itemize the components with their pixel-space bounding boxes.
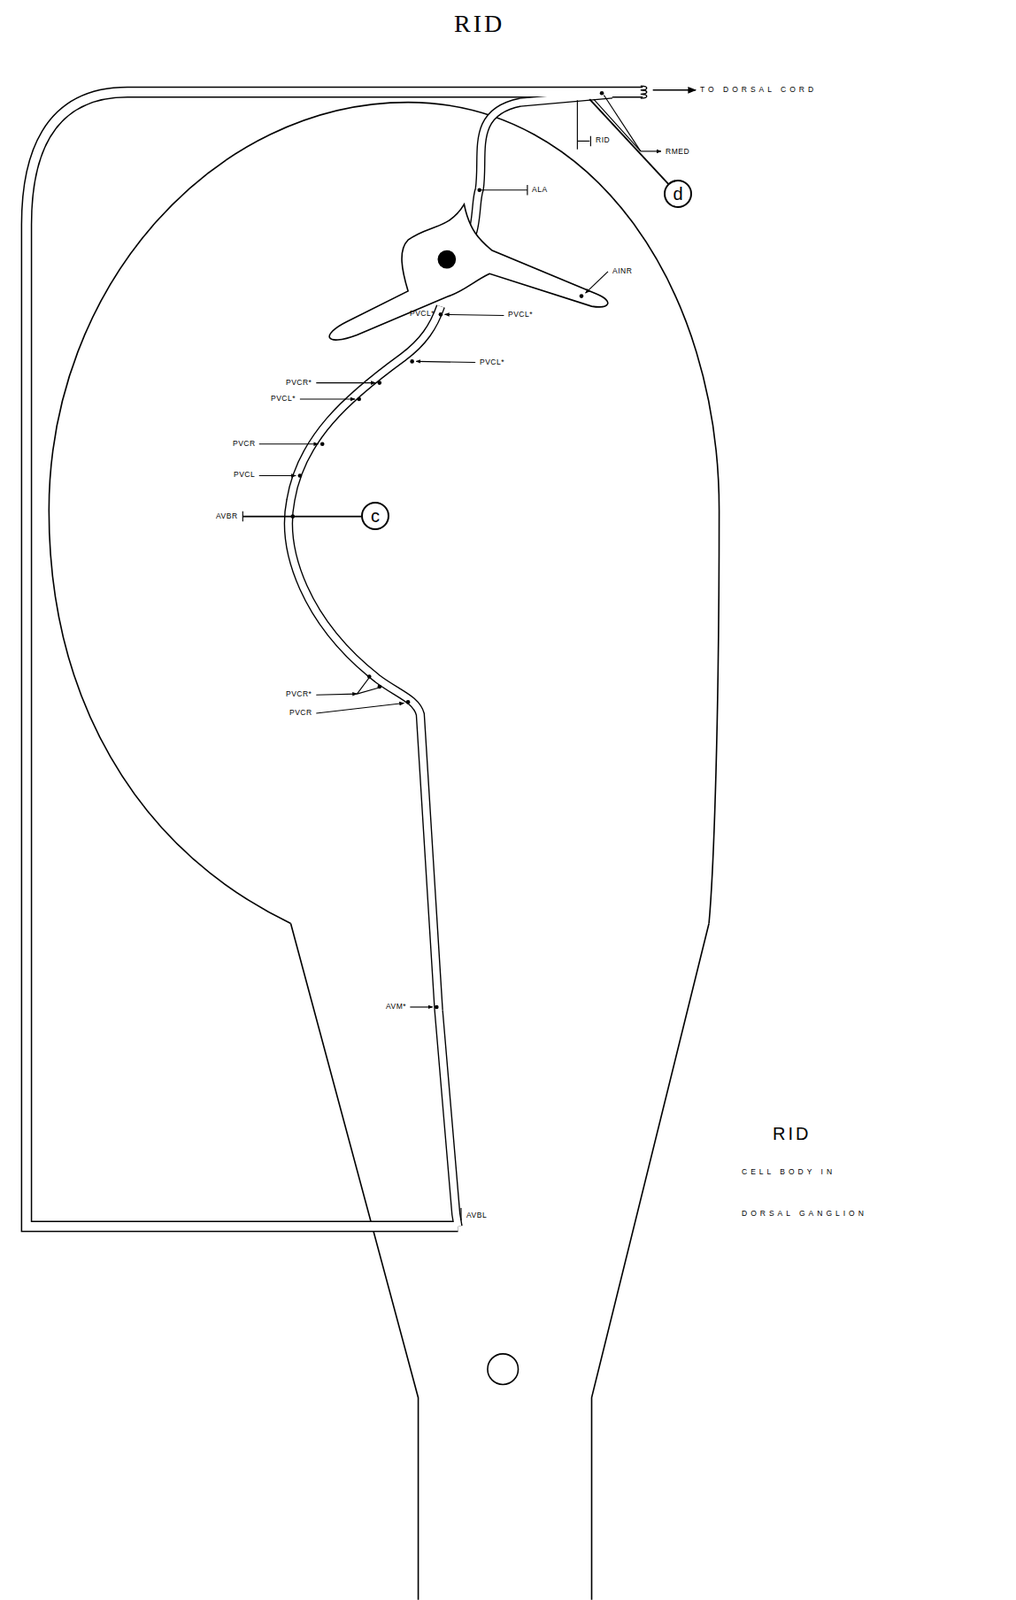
neuron-label: AVBR bbox=[215, 512, 239, 521]
head-outline-part bbox=[487, 1354, 519, 1386]
neuron-label: RID bbox=[595, 136, 610, 145]
leader-lines-part bbox=[356, 687, 378, 694]
neuron-label: PVCL bbox=[233, 470, 255, 479]
leader-lines-part bbox=[653, 89, 696, 92]
leader-lines-part bbox=[590, 136, 592, 147]
synapse-dots-part bbox=[600, 91, 605, 96]
figure-title: RID bbox=[454, 10, 505, 39]
leader-lines-part bbox=[259, 475, 296, 477]
neuron-label: DORSAL GANGLION bbox=[741, 1209, 868, 1218]
leader-lines-part bbox=[481, 189, 528, 191]
head-outline bbox=[48, 102, 719, 1600]
neuron-label: TO DORSAL CORD bbox=[700, 85, 817, 94]
leader-lines-part bbox=[242, 515, 362, 518]
leader-lines-part bbox=[409, 1006, 432, 1008]
synapse-dots-part bbox=[377, 380, 382, 385]
nerve-tube bbox=[26, 85, 647, 1227]
callout-circle: c bbox=[361, 501, 390, 531]
head-outline-part bbox=[48, 102, 719, 924]
nerve-tube-part bbox=[640, 85, 647, 99]
neuron-label: AVM* bbox=[385, 1002, 407, 1011]
leader-lines-part bbox=[300, 398, 355, 400]
head-outline-part bbox=[290, 923, 418, 1600]
callout-letter: d bbox=[672, 184, 683, 203]
leader-lines-part bbox=[445, 314, 505, 316]
leader-lines-part bbox=[259, 443, 319, 445]
leader-lines-part bbox=[315, 382, 376, 384]
callout-circle: d bbox=[663, 179, 693, 208]
neuron-label: PVCR bbox=[289, 708, 313, 717]
nerve-tube-part bbox=[463, 93, 612, 255]
cell-body-part bbox=[329, 204, 609, 340]
neuron-label: PVCR* bbox=[285, 378, 312, 387]
leader-lines-part bbox=[585, 271, 609, 293]
leader-lines-part bbox=[415, 361, 476, 362]
nerve-tube-part bbox=[26, 92, 643, 1227]
neuron-label: RID bbox=[772, 1123, 811, 1144]
leader-lines bbox=[242, 90, 696, 1221]
leader-lines-part bbox=[526, 184, 528, 196]
neuron-label: PVCL* bbox=[479, 358, 505, 367]
leader-lines-part bbox=[577, 140, 590, 142]
leader-lines-part bbox=[589, 99, 670, 185]
leader-lines-part bbox=[593, 99, 641, 152]
callout-letter: c bbox=[370, 507, 380, 525]
synapse-dots-part bbox=[406, 700, 411, 705]
synapse-dots-part bbox=[409, 359, 415, 364]
synapse-dots bbox=[290, 91, 604, 1009]
synapse-dots-part bbox=[298, 473, 303, 478]
neuron-label: AINR bbox=[612, 267, 632, 276]
neuron-label: RMED bbox=[665, 147, 690, 156]
neuron-label: CELL BODY IN bbox=[741, 1168, 836, 1177]
neuron-label: PVCL* bbox=[270, 394, 296, 403]
cell-body-part bbox=[437, 250, 456, 270]
leader-lines-part bbox=[315, 703, 404, 715]
leader-lines-part bbox=[577, 100, 578, 149]
synapse-dots-part bbox=[356, 397, 362, 402]
neuron-label: AVBL bbox=[466, 1211, 487, 1220]
neuron-label: PVCR* bbox=[285, 690, 312, 699]
leader-lines-part bbox=[315, 693, 357, 695]
leader-lines-part bbox=[460, 1208, 462, 1221]
nerve-tube-part bbox=[26, 92, 643, 1227]
synapse-dots-part bbox=[477, 187, 482, 193]
neuron-label: PVCL* bbox=[508, 310, 533, 319]
synapse-dots-part bbox=[579, 293, 585, 299]
head-outline-part bbox=[592, 923, 710, 1600]
nerve-tube-part bbox=[463, 93, 612, 255]
cell-body bbox=[329, 204, 609, 340]
synapse-dots-part bbox=[320, 441, 325, 447]
neuron-label: PVCR bbox=[232, 439, 256, 448]
neuron-label: PVCL* bbox=[409, 309, 435, 318]
neuron-label: ALA bbox=[531, 185, 548, 194]
synapse-dots-part bbox=[434, 1005, 439, 1010]
leader-lines-part bbox=[640, 150, 662, 152]
synapse-dots-part bbox=[438, 312, 444, 317]
